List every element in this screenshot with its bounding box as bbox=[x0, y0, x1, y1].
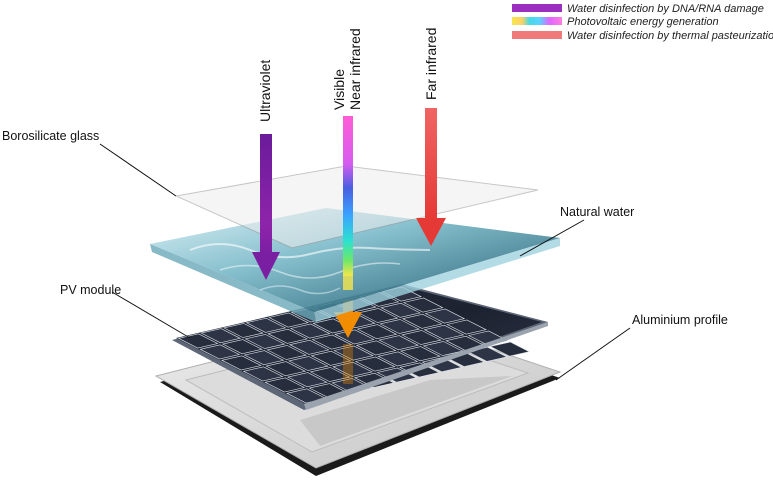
pv-cell bbox=[287, 372, 328, 388]
pv-cell bbox=[200, 328, 242, 344]
pv-cell bbox=[377, 351, 419, 367]
pv-cell bbox=[289, 323, 331, 339]
pv-cell bbox=[378, 335, 420, 351]
pv-cell bbox=[221, 355, 262, 371]
pv-cell bbox=[311, 334, 353, 350]
near-infrared-label: Near infrared bbox=[347, 28, 363, 110]
pv-cell bbox=[266, 345, 307, 360]
far-infrared-label: Far infrared bbox=[423, 28, 439, 100]
ultraviolet-arrow bbox=[252, 134, 280, 280]
legend-label-thermal: Water disinfection by thermal pasteuriza… bbox=[567, 30, 773, 42]
legend: Water disinfection by DNA/RNA damage Pho… bbox=[512, 3, 773, 42]
pv-cell bbox=[268, 312, 309, 328]
pv-cell bbox=[489, 341, 531, 357]
pv-cell bbox=[288, 356, 329, 371]
legend-label-pv: Photovoltaic energy generation bbox=[567, 16, 719, 28]
pv-cell bbox=[310, 350, 352, 366]
pv-cell bbox=[424, 308, 466, 324]
pv-cell bbox=[265, 361, 307, 377]
visible-label: Visible bbox=[331, 69, 347, 110]
pv-cell bbox=[332, 361, 373, 377]
pv-cell bbox=[243, 350, 285, 366]
pv-cell bbox=[356, 324, 398, 340]
glass-leader-line bbox=[99, 143, 177, 197]
legend-label-uv: Water disinfection by DNA/RNA damage bbox=[567, 3, 764, 15]
pv-cell bbox=[357, 308, 399, 323]
pv-cell bbox=[401, 330, 442, 345]
pv-module-label: PV module bbox=[60, 283, 121, 297]
pv-cell bbox=[379, 319, 420, 334]
pv-cell bbox=[333, 345, 374, 361]
legend-swatch-pv bbox=[512, 17, 562, 25]
legend-swatch-uv bbox=[512, 4, 562, 12]
profile-leader-line bbox=[555, 327, 631, 381]
pv-cell bbox=[402, 297, 444, 313]
pv-cell bbox=[222, 339, 263, 355]
pv-cell bbox=[355, 340, 397, 356]
pv-cell bbox=[267, 328, 308, 344]
pv-cell bbox=[199, 344, 241, 360]
pv-cell bbox=[242, 366, 284, 382]
legend-swatch-thermal bbox=[512, 31, 562, 39]
pv-cell bbox=[446, 319, 487, 335]
ultraviolet-label: Ultraviolet bbox=[257, 60, 273, 122]
pv-cell bbox=[288, 339, 330, 355]
pv-cell bbox=[354, 356, 396, 372]
visible-near-infrared-arrow bbox=[343, 116, 353, 290]
natural-water-label: Natural water bbox=[560, 205, 634, 219]
pv-cell bbox=[223, 323, 264, 338]
natural-water-layer bbox=[150, 208, 560, 322]
water-leader-line bbox=[519, 219, 585, 257]
pv-cell bbox=[380, 302, 421, 318]
pv-cell bbox=[244, 334, 286, 349]
aluminium-profile-label: Aluminium profile bbox=[632, 313, 728, 327]
pv-cell bbox=[423, 324, 465, 340]
pv-cell bbox=[401, 313, 443, 329]
pv-cell bbox=[245, 317, 287, 333]
pv-module bbox=[172, 284, 548, 410]
far-infrared-arrow bbox=[416, 108, 446, 246]
pv-cell bbox=[264, 377, 306, 393]
pv-cell bbox=[309, 367, 351, 382]
pv-leader-line bbox=[111, 291, 191, 339]
pv-cell bbox=[400, 346, 441, 362]
borosilicate-glass-label: Borosilicate glass bbox=[2, 129, 99, 143]
